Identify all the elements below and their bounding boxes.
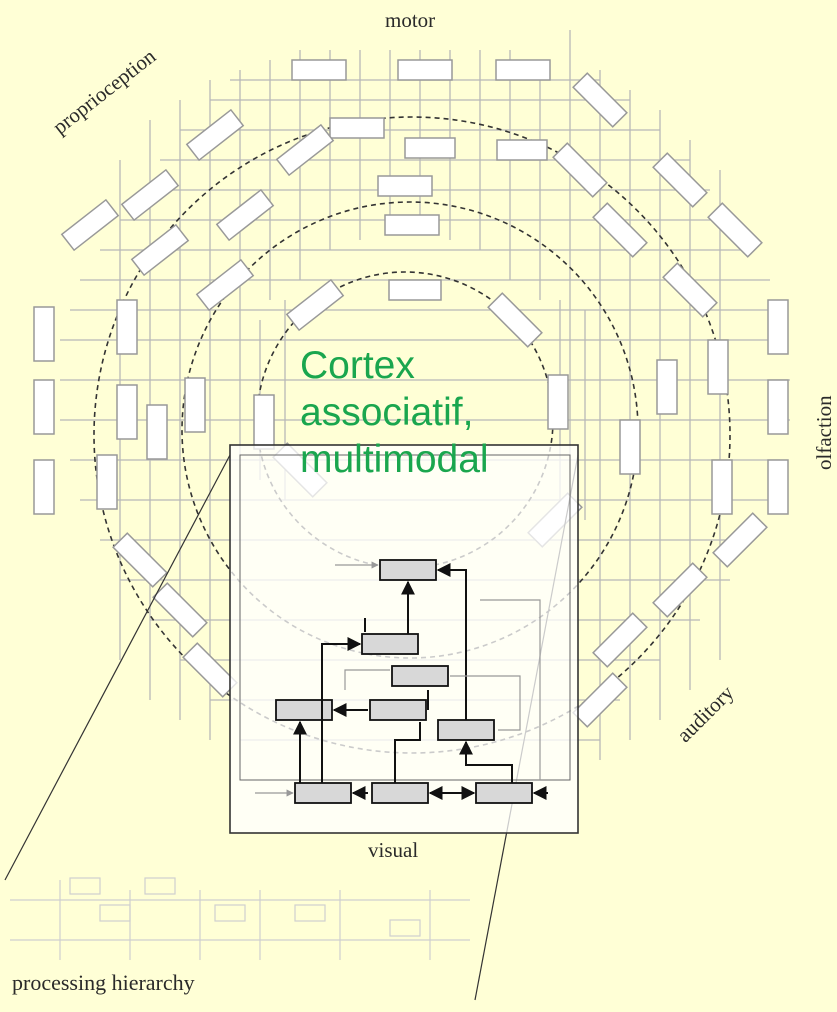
- outer-boxes: [33, 59, 789, 728]
- center-line-2: associatif,: [300, 391, 474, 434]
- processing-hierarchy-thumbnail: [10, 877, 470, 960]
- center-annotation: Cortex associatif, multimodal: [300, 342, 489, 483]
- processing-hierarchy-label: processing hierarchy: [12, 970, 195, 995]
- olfaction-label: olfaction: [812, 395, 836, 470]
- visual-label: visual: [368, 838, 419, 862]
- center-line-1: Cortex: [300, 344, 415, 387]
- motor-label: motor: [385, 8, 436, 32]
- visual-inset: [229, 444, 579, 834]
- center-line-3: multimodal: [300, 438, 489, 481]
